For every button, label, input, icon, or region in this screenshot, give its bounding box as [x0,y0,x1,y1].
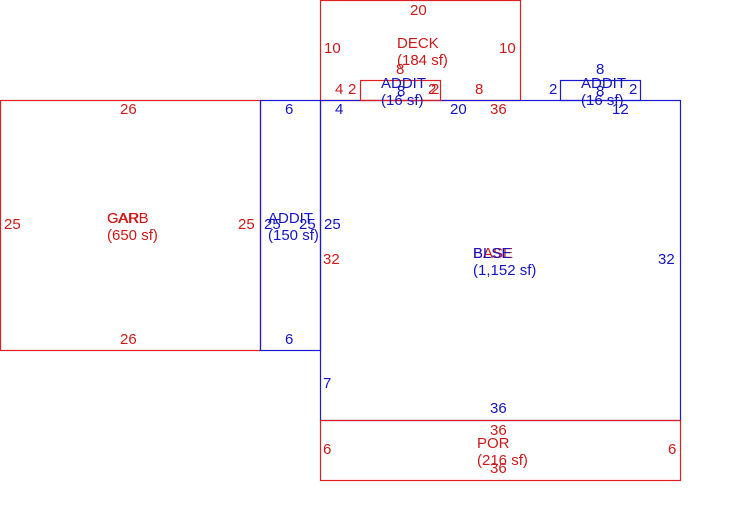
garage-dim-bottom: 26 [120,331,137,348]
addit-top-left-dim-bottom: 8 [397,83,405,100]
addit-top-left-dim-right: 2 [431,81,439,98]
garage-dim-top: 26 [120,101,137,118]
base-dim-low-left: 7 [323,375,331,392]
porch-dim-bottom: 36 [490,460,507,477]
deck-dim-a: 8 [396,61,404,78]
base-dim-top-left: 4 [335,101,343,118]
addit-mid-dim-bottom: 6 [285,331,293,348]
deck-label: DECK [397,35,439,52]
deck-dim-b: 4 [335,81,343,98]
deck-dim-right: 10 [499,40,516,57]
addit-mid-dim-left: 25 [264,216,281,233]
addit-top-left-label: ADDIT [381,75,426,92]
addit-top-left-outline [359,79,442,102]
base-dim-bottom: 36 [490,400,507,417]
addit-top-right-dim-bottom: 8 [596,83,604,100]
base-label-a: BASE [473,245,513,262]
base-dim-left-red: 32 [323,251,340,268]
deck-area: (184 sf) [397,52,448,69]
addit-top-right-outline [559,79,642,102]
deck-dim-top: 20 [410,2,427,19]
deck-dim-d: 2 [428,81,436,98]
deck-dim-e: 8 [475,81,483,98]
addit-top-left-area: (16 sf) [381,92,424,109]
addit-top-right-dim-left: 2 [549,81,557,98]
porch-outline [319,419,682,482]
porch-dim-right: 6 [668,441,676,458]
addit-mid-area: (150 sf) [268,227,319,244]
garage-area: (650 sf) [107,227,158,244]
base-dim-left: 25 [324,216,341,233]
porch-dim-left: 6 [323,441,331,458]
addit-mid-dim-right: 25 [299,216,316,233]
base-dim-right: 32 [658,251,675,268]
garage-dim-right: 25 [238,216,255,233]
garage-label-b: CARB [107,210,149,227]
addit-mid-label: ADDIT [268,210,313,227]
addit-top-right-dim-right: 2 [629,81,637,98]
base-dim-top-mid: 20 [450,101,467,118]
base-area: (1,152 sf) [473,262,536,279]
addit-top-right-area: (16 sf) [581,92,624,109]
addit-top-right-dim-base: 12 [612,101,629,118]
porch-label: POR [477,435,510,452]
deck-dim-left: 10 [324,40,341,57]
base-label-b: BLSE [473,245,511,262]
porch-area: (216 sf) [477,452,528,469]
deck-dim-f: 36 [490,101,507,118]
garage-label-a: GAR [107,210,140,227]
addit-top-right-label: ADDIT [581,75,626,92]
garage-dim-left: 25 [4,216,21,233]
addit-mid-dim-top: 6 [285,101,293,118]
addit-top-right-dim-top: 8 [596,61,604,78]
deck-dim-c: 2 [348,81,356,98]
porch-dim-top: 36 [490,422,507,439]
